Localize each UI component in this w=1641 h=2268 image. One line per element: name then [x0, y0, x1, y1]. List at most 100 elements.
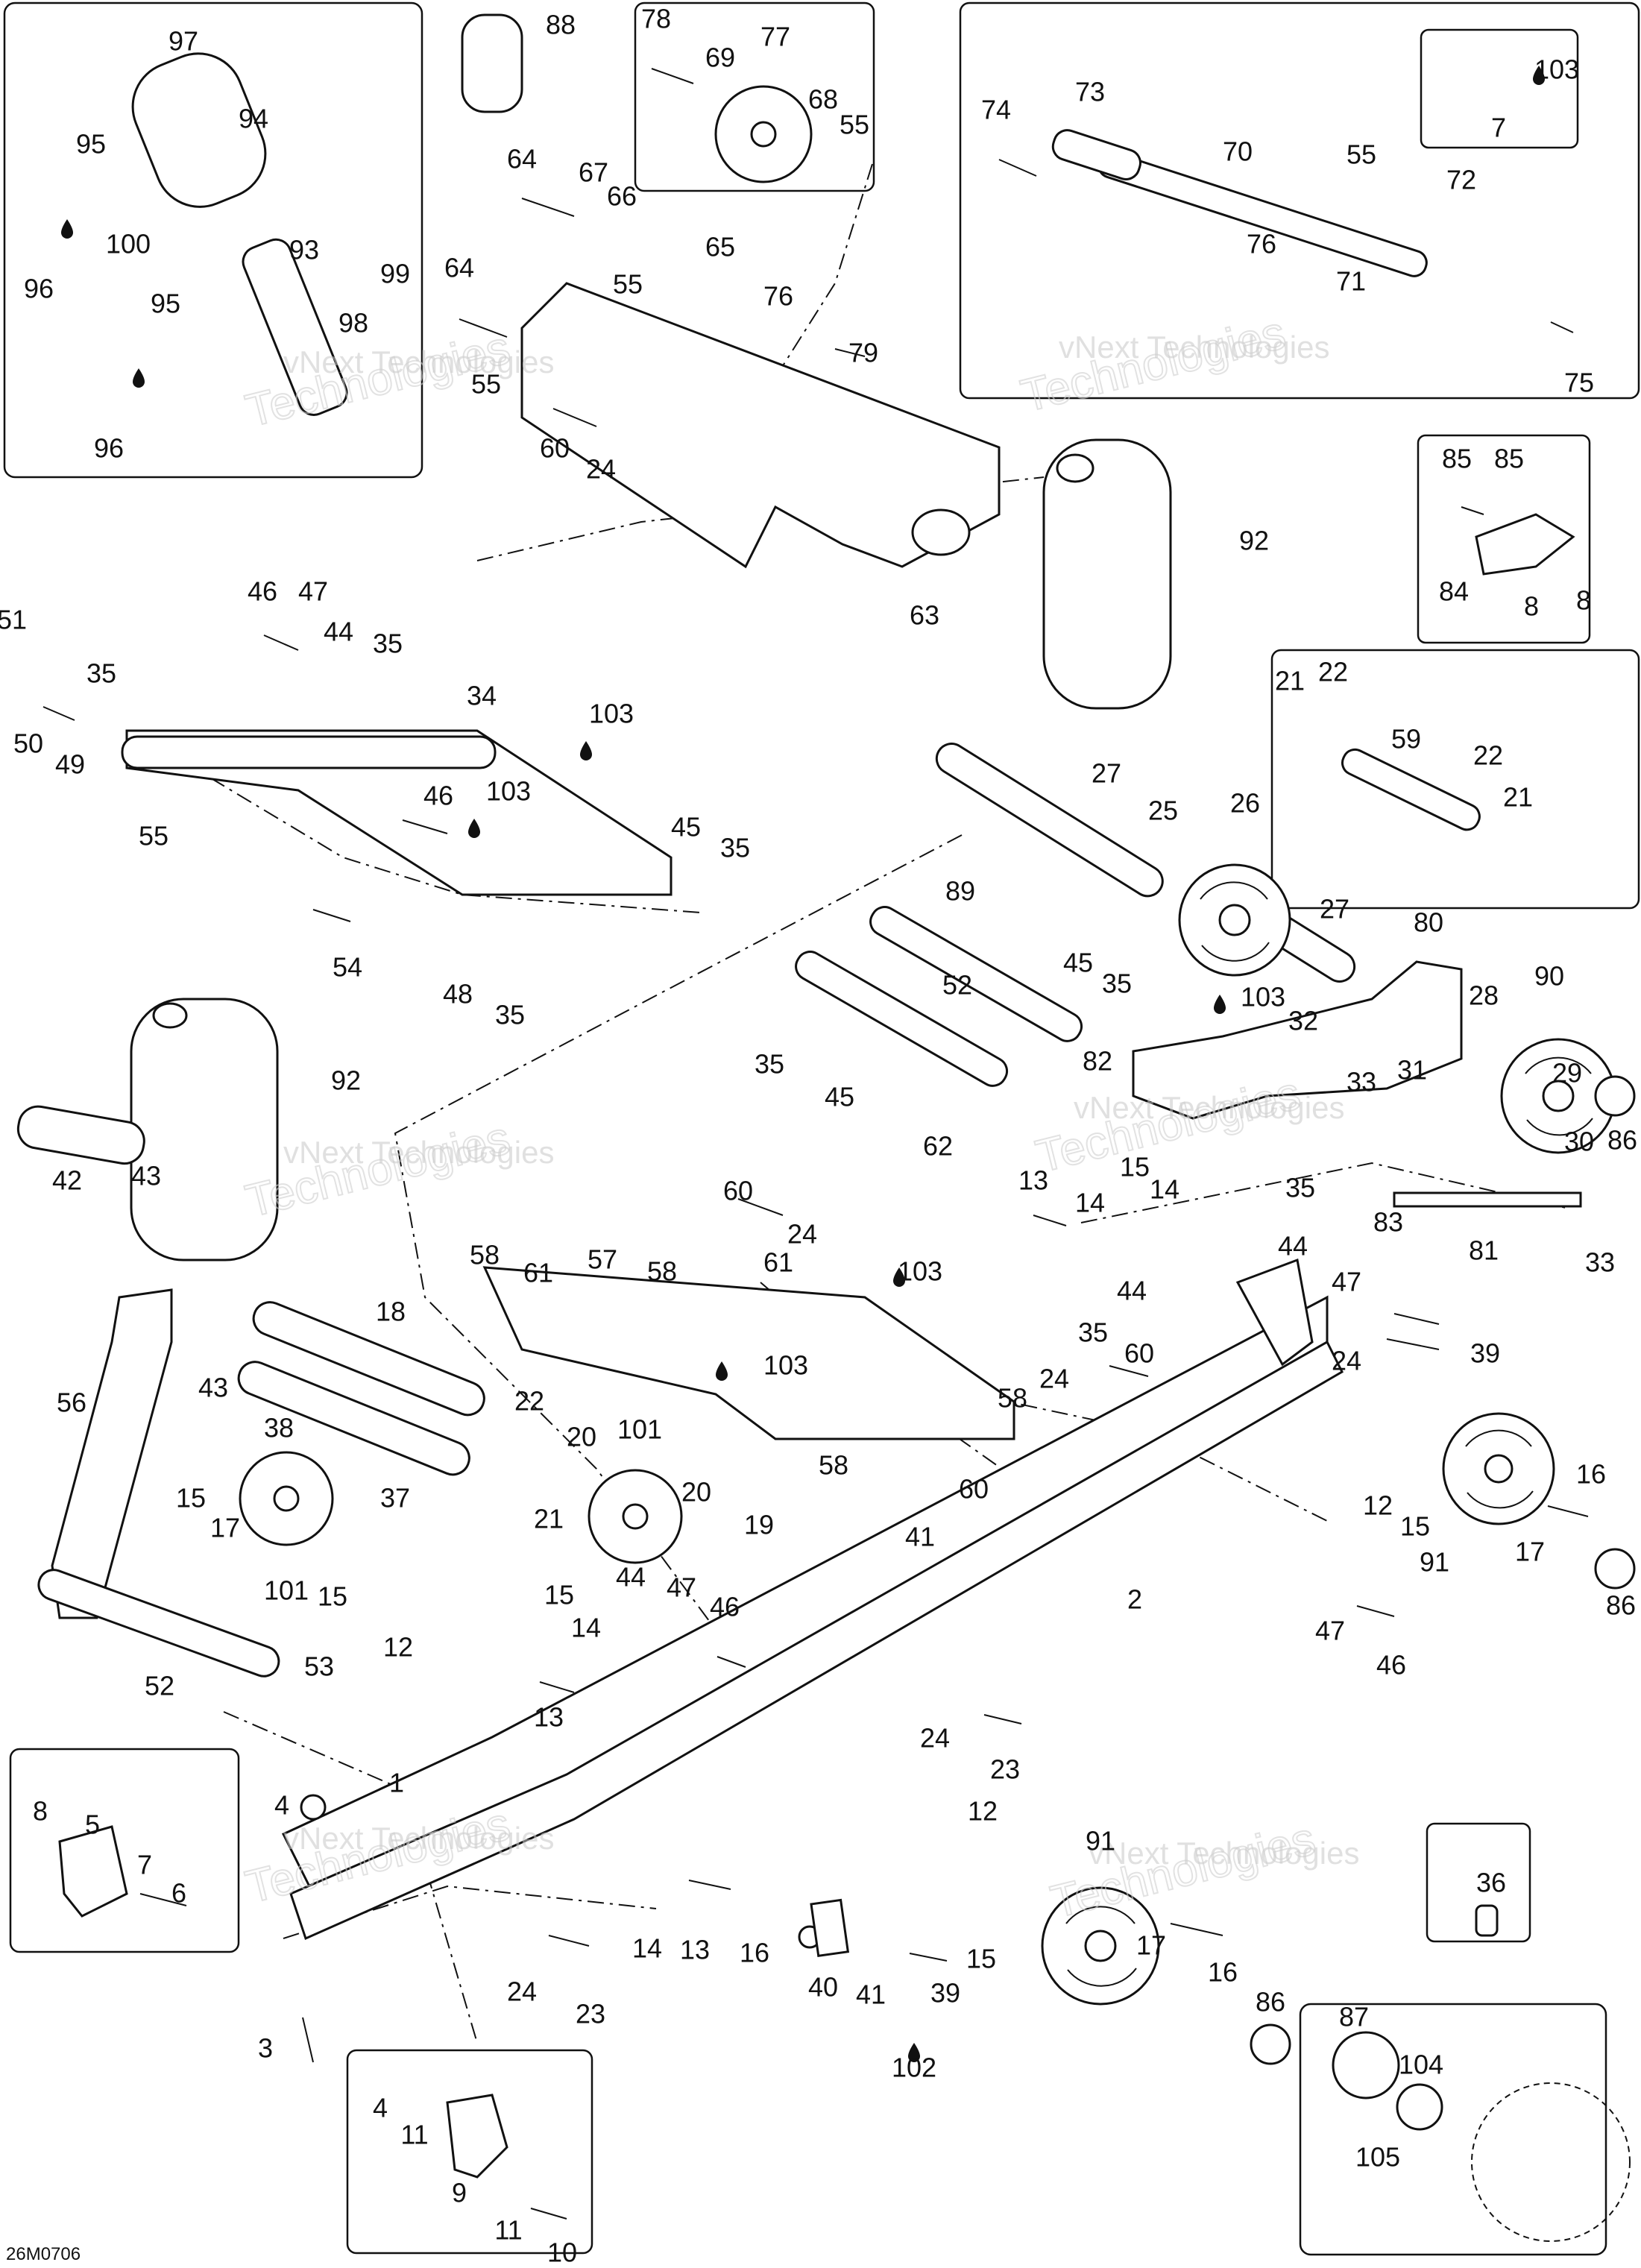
stop-cushion-88: [461, 13, 523, 113]
part-label-47: 47: [298, 576, 328, 607]
part-label-81: 81: [1469, 1235, 1499, 1266]
cap-86-b: [1594, 1548, 1636, 1590]
part-label-24: 24: [586, 454, 616, 485]
part-label-103: 103: [1534, 54, 1579, 85]
part-label-24: 24: [787, 1219, 817, 1250]
part-label-89: 89: [945, 876, 975, 907]
front-arm-bore: [911, 508, 971, 556]
part-label-2: 2: [1127, 1584, 1142, 1615]
part-label-60: 60: [1124, 1338, 1154, 1369]
part-label-72: 72: [1446, 165, 1476, 195]
part-label-88: 88: [546, 10, 576, 40]
part-label-92: 92: [331, 1065, 361, 1096]
part-label-15: 15: [544, 1580, 574, 1610]
watermark-line1: vNext Technologies: [1074, 1090, 1344, 1125]
front-arm-upper: [520, 282, 1001, 569]
suspension-lever-56: [51, 1288, 173, 1619]
part-label-49: 49: [55, 749, 85, 780]
part-label-70: 70: [1223, 136, 1253, 167]
part-label-55: 55: [1346, 139, 1376, 170]
part-label-25: 25: [1148, 796, 1178, 826]
part-label-29: 29: [1552, 1058, 1582, 1089]
part-label-46: 46: [248, 576, 277, 607]
watermark-line1: vNext Technologies: [1089, 1836, 1359, 1871]
part-label-13: 13: [534, 1702, 564, 1733]
part-label-61: 61: [763, 1247, 793, 1278]
part-label-35: 35: [720, 833, 750, 863]
part-label-60: 60: [959, 1474, 989, 1505]
part-label-43: 43: [198, 1373, 228, 1403]
part-label-7: 7: [137, 1850, 152, 1880]
axle-18: [252, 1301, 485, 1417]
part-label-47: 47: [1315, 1616, 1345, 1646]
part-label-103: 103: [898, 1256, 942, 1287]
part-label-19: 19: [744, 1510, 774, 1540]
part-label-45: 45: [671, 812, 701, 842]
grease-drop-icon: [893, 1267, 905, 1287]
part-label-63: 63: [910, 600, 939, 631]
inset-wheel-dashed: [1471, 2082, 1631, 2242]
slider-shoe-5: [58, 1825, 128, 1918]
cap-86-c: [1250, 2023, 1291, 2065]
axle-37: [237, 1361, 470, 1476]
part-label-14: 14: [632, 1933, 662, 1964]
inset-spring-94: [131, 52, 267, 208]
fasteners: [42, 68, 1589, 2220]
part-label-4: 4: [373, 2093, 388, 2123]
part-label-45: 45: [1063, 948, 1093, 978]
grease-drop-icon: [61, 219, 73, 239]
part-label-44: 44: [324, 617, 353, 647]
part-label-55: 55: [471, 369, 501, 400]
part-label-87: 87: [1339, 2002, 1369, 2032]
part-label-23: 23: [990, 1754, 1020, 1785]
part-label-8: 8: [1524, 591, 1539, 622]
part-label-75: 75: [1564, 368, 1594, 398]
part-label-58: 58: [470, 1240, 500, 1270]
part-label-53: 53: [304, 1651, 334, 1682]
part-label-92: 92: [1239, 526, 1269, 556]
part-label-101: 101: [264, 1575, 309, 1606]
part-label-55: 55: [139, 821, 168, 851]
part-label-12: 12: [968, 1796, 998, 1827]
part-label-44: 44: [616, 1562, 646, 1593]
part-label-41: 41: [856, 1979, 886, 2010]
part-label-51: 51: [0, 605, 27, 635]
wheel-91-upper: [1442, 1412, 1555, 1525]
part-label-40: 40: [808, 1972, 838, 2003]
part-label-12: 12: [1363, 1490, 1393, 1521]
part-label-50: 50: [13, 728, 43, 759]
part-label-11: 11: [400, 2120, 428, 2150]
shaft-52: [795, 951, 1009, 1087]
part-label-103: 103: [763, 1350, 808, 1381]
part-label-76: 76: [1247, 229, 1276, 259]
part-label-33: 33: [1346, 1067, 1376, 1097]
part-label-68: 68: [808, 84, 838, 115]
part-label-47: 47: [1332, 1267, 1361, 1297]
part-label-36: 36: [1476, 1868, 1506, 1898]
part-label-20: 20: [567, 1422, 596, 1452]
part-label-16: 16: [1208, 1957, 1238, 1988]
part-label-21: 21: [1503, 782, 1533, 813]
part-label-82: 82: [1083, 1046, 1112, 1077]
grease-drop-icon: [1533, 66, 1545, 85]
part-label-64: 64: [444, 253, 474, 283]
part-label-45: 45: [825, 1082, 854, 1112]
part-label-103: 103: [486, 776, 531, 807]
part-label-6: 6: [171, 1878, 186, 1909]
part-label-5: 5: [85, 1809, 100, 1840]
wheel-91-lower: [1041, 1886, 1160, 2006]
part-label-62: 62: [923, 1131, 953, 1162]
part-label-46: 46: [423, 781, 453, 811]
part-label-39: 39: [930, 1978, 960, 2009]
part-label-78: 78: [641, 4, 671, 34]
part-label-58: 58: [998, 1383, 1027, 1414]
part-label-17: 17: [1515, 1537, 1545, 1567]
watermark-line1: vNext Technologies: [283, 344, 554, 379]
part-label-77: 77: [760, 22, 790, 52]
slide-rail-left: [289, 1340, 1344, 1941]
part-label-99: 99: [380, 259, 410, 289]
part-label-59: 59: [1391, 724, 1421, 755]
stopper-block-9: [446, 2094, 508, 2179]
